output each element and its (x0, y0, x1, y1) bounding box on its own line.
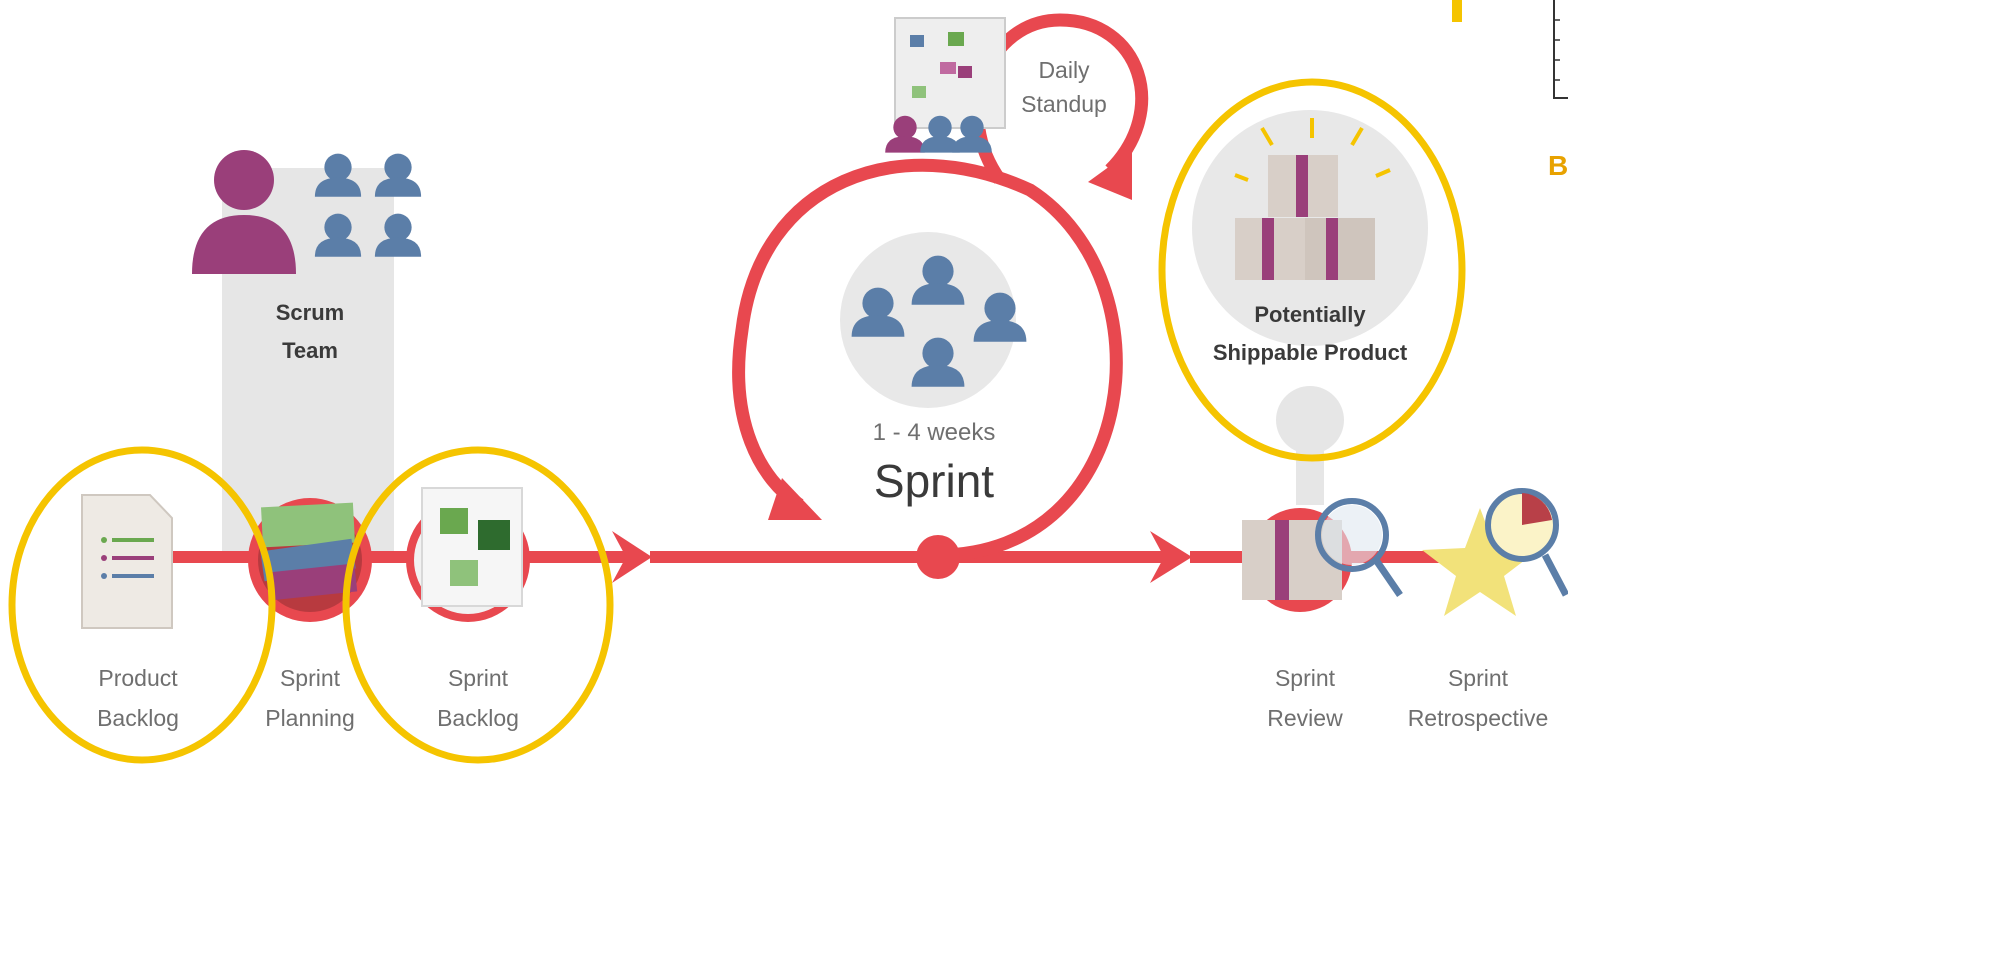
standup-people-icon (885, 115, 992, 153)
product-line2: Shippable Product (1213, 340, 1408, 365)
product-backlog-line2: Backlog (97, 705, 179, 731)
product-backlog-line1: Product (98, 665, 178, 691)
box-magnifier-icon (1242, 498, 1403, 612)
product-boxes-icon (1192, 110, 1428, 505)
highlight-product-backlog (8, 446, 276, 764)
sprint-backlog-line2: Backlog (437, 705, 519, 731)
star-magnifier-icon (1422, 488, 1568, 616)
scrum-team-icon (192, 150, 422, 274)
sticky-notes-board-icon (406, 487, 530, 622)
scrum-process-diagram: Daily Standup 1 - 4 weeks Sprint Scrum T… (8, 0, 1568, 764)
highlight-shippable-product (1158, 78, 1466, 462)
sprint-start-dot (916, 535, 960, 579)
scrum-team-line2: Team (282, 338, 338, 363)
stacked-cards-icon (248, 498, 372, 622)
corner-fragment: B (1452, 0, 1568, 181)
document-list-icon (81, 494, 173, 629)
daily-standup-line2: Standup (1021, 91, 1107, 117)
sprint-team-icon (840, 232, 1027, 408)
sprint-retrospective-line2: Retrospective (1408, 705, 1549, 731)
sprint-duration: 1 - 4 weeks (873, 419, 996, 446)
sprint-retrospective-line1: Sprint (1448, 665, 1509, 691)
product-line1: Potentially (1254, 302, 1366, 327)
sprint-planning-line1: Sprint (280, 665, 341, 691)
sprint-loop (732, 158, 1123, 579)
standup-board-icon (894, 17, 1006, 129)
daily-standup-line1: Daily (1038, 57, 1090, 83)
sprint-planning-line2: Planning (265, 705, 355, 731)
corner-letter: B (1548, 150, 1568, 181)
sprint-backlog-line1: Sprint (448, 665, 509, 691)
sprint-title: Sprint (874, 455, 994, 507)
sprint-review-line2: Review (1267, 705, 1343, 731)
scrum-team-line1: Scrum (276, 300, 344, 325)
highlight-sprint-backlog (342, 446, 614, 764)
sprint-review-line1: Sprint (1275, 665, 1336, 691)
highlight-rings (8, 78, 1466, 764)
